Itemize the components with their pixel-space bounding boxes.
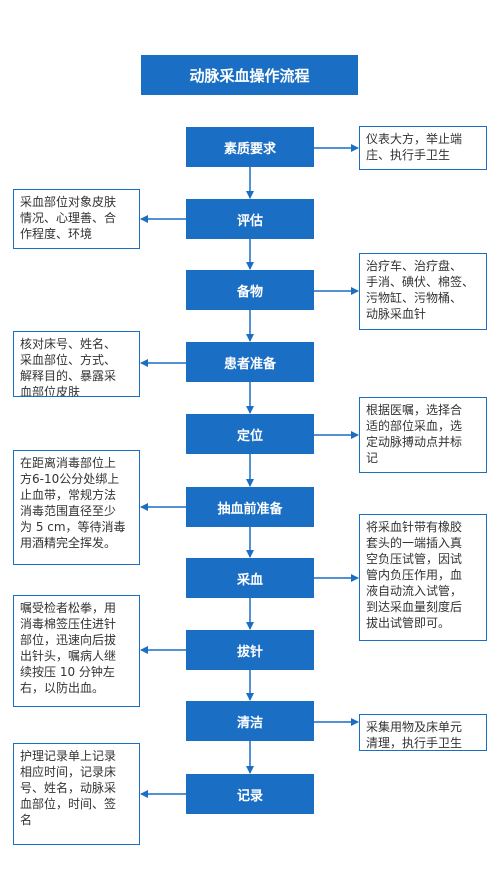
- step-pre-draw-preparation: 抽血前准备: [186, 487, 314, 527]
- note-patient-preparation: 核对床号、姓名、 采血部位、方式、 解释目的、暴露采 血部位皮肤: [13, 331, 140, 397]
- step-positioning: 定位: [186, 414, 314, 454]
- step-record: 记录: [186, 774, 314, 814]
- step-patient-preparation: 患者准备: [186, 342, 314, 382]
- step-quality-requirements: 素质要求: [186, 127, 314, 167]
- note-needle-removal: 嘱受检者松拳，用 消毒棉签压住进针 部位，迅速向后拔 出针头，嘱病人继 续按压 …: [13, 595, 140, 707]
- note-cleaning: 采集用物及床单元 清理，执行手卫生: [359, 714, 487, 751]
- note-pre-draw-preparation: 在距离消毒部位上 方6-10公分处绑上 止血带，常规方法 消毒范围直径至少 为 …: [13, 450, 140, 565]
- step-blood-draw: 采血: [186, 558, 314, 598]
- note-assessment: 采血部位对象皮肤 情况、心理善、合 作程度、环境: [13, 189, 140, 249]
- step-cleaning: 清洁: [186, 701, 314, 741]
- step-needle-removal: 拔针: [186, 630, 314, 670]
- step-assessment: 评估: [186, 199, 314, 239]
- note-prepare-items: 治疗车、治疗盘、 手消、碘伏、棉签、 污物缸、污物桶、 动脉采血针: [359, 253, 487, 330]
- note-blood-draw: 将采血针带有橡胶 套头的一端插入真 空负压试管，因试 管内负压作用，血 液自动流…: [359, 514, 487, 641]
- note-quality-requirements: 仪表大方，举止端 庄、执行手卫生: [359, 126, 487, 170]
- flowchart-title: 动脉采血操作流程: [141, 55, 358, 95]
- note-positioning: 根据医嘱，选择合 适的部位采血，选 定动脉搏动点并标 记: [359, 397, 487, 473]
- step-prepare-items: 备物: [186, 270, 314, 310]
- note-record: 护理记录单上记录 相应时间，记录床 号、姓名，动脉采 血部位，时间、签 名: [13, 743, 140, 845]
